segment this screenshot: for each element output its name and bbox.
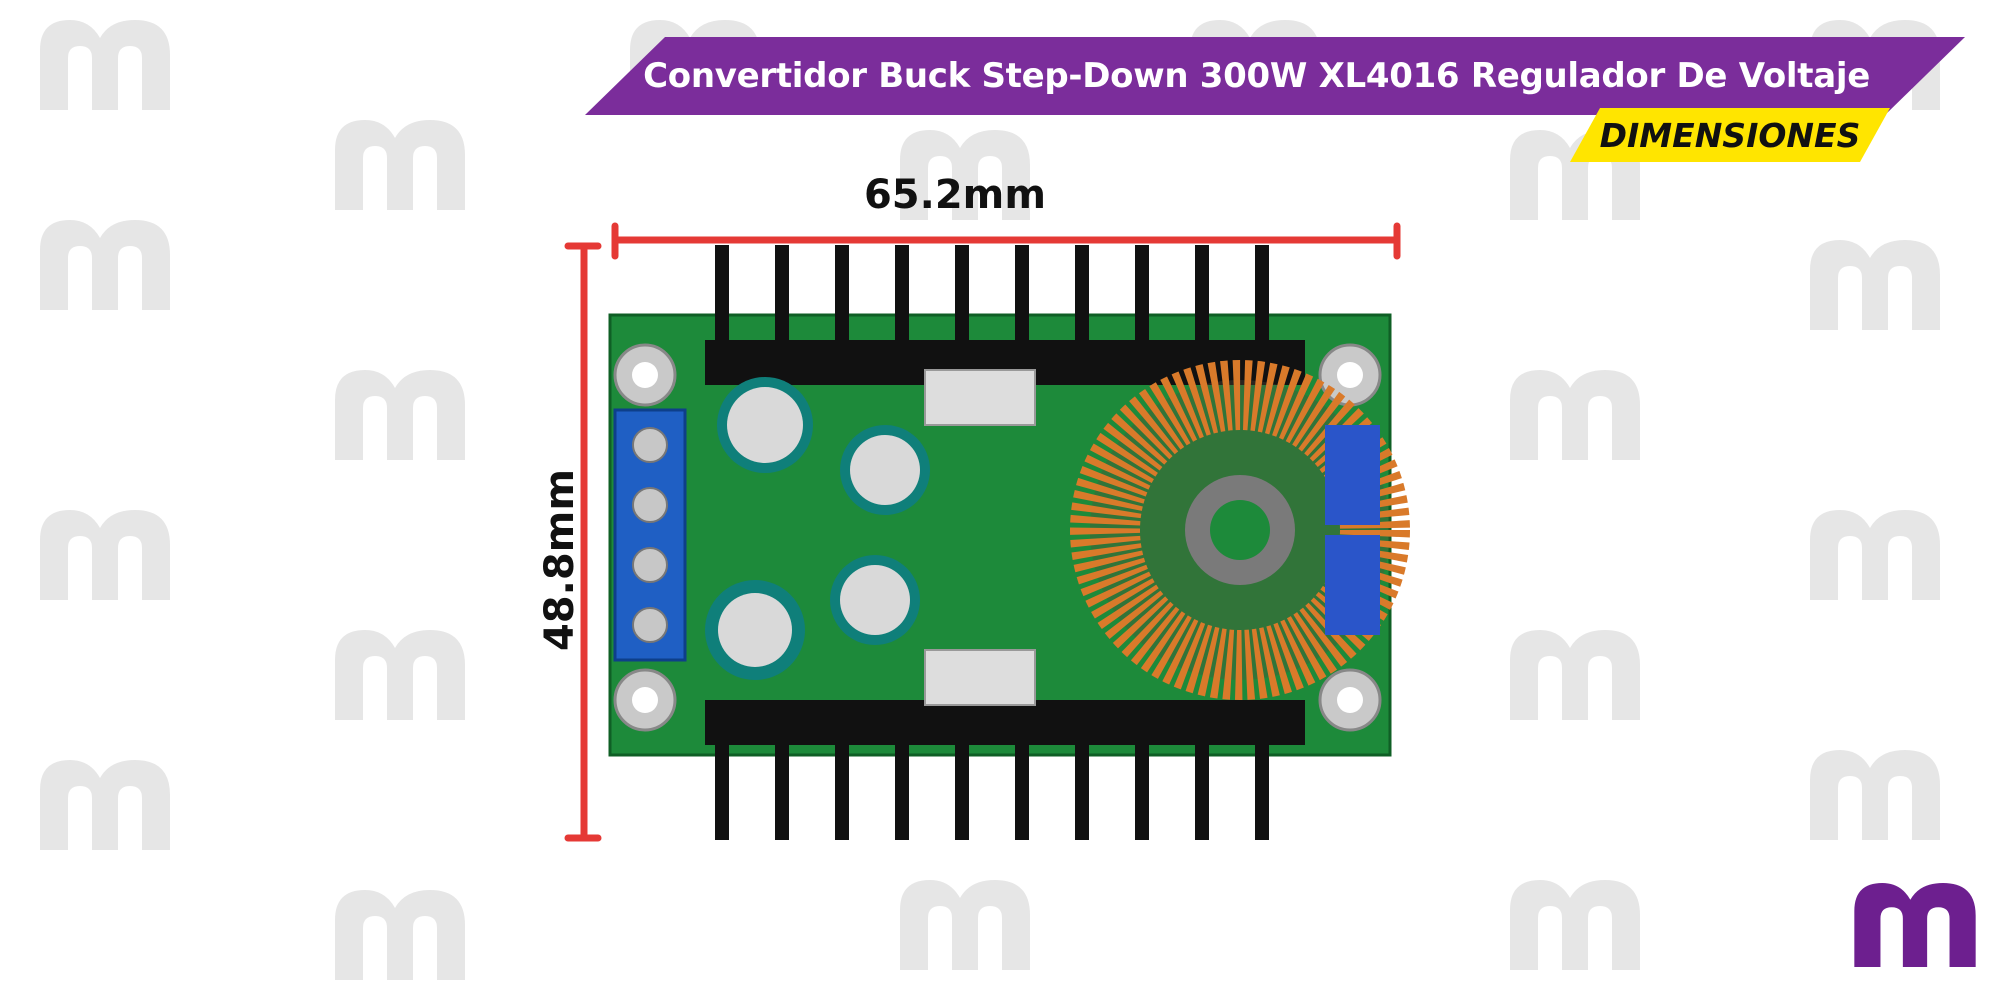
subtitle-label: DIMENSIONES (1599, 115, 1861, 155)
brand-watermark-icon (1510, 630, 1640, 720)
brand-watermark-icon (900, 130, 1030, 220)
brand-watermark-icon (1510, 880, 1640, 970)
brand-logo-icon (1854, 883, 1976, 967)
title-banner (585, 37, 1965, 115)
width-measure-line (611, 222, 1401, 260)
brand-watermark-icon (40, 220, 170, 310)
height-measure-line (564, 242, 602, 842)
brand-watermark-icon (900, 880, 1030, 970)
brand-watermark-icon (1810, 510, 1940, 600)
brand-watermark-icon (40, 510, 170, 600)
brand-watermark-icon (40, 760, 170, 850)
subtitle-tag (1570, 108, 1890, 162)
brand-watermark-icon (335, 890, 465, 980)
brand-watermark-icon (1810, 750, 1940, 840)
pcb-product-image (608, 245, 1410, 840)
brand-watermark-icon (1510, 370, 1640, 460)
brand-watermark-icon (335, 370, 465, 460)
brand-watermark-icon (335, 120, 465, 210)
brand-watermark-icon (1810, 240, 1940, 330)
brand-watermark-icon (40, 20, 170, 110)
page-title: Convertidor Buck Step-Down 300W XL4016 R… (643, 56, 1870, 96)
width-dimension-label: 65.2mm (863, 172, 1047, 218)
brand-watermark-icon (335, 630, 465, 720)
